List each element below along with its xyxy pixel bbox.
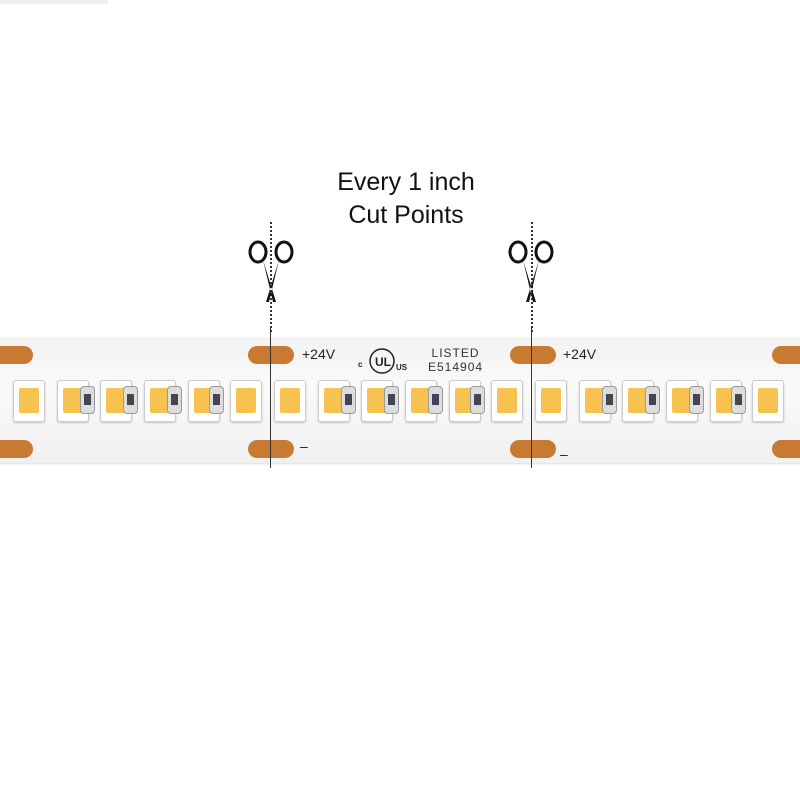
- resistor: [689, 386, 704, 414]
- cut-guide-right: [531, 222, 533, 332]
- file-number: E514904: [428, 360, 484, 374]
- solder-pad-positive: [0, 346, 33, 364]
- resistor: [384, 386, 399, 414]
- resistor: [428, 386, 443, 414]
- resistor: [167, 386, 182, 414]
- led-chip: [230, 380, 262, 422]
- led-chip: [361, 380, 393, 422]
- resistor: [731, 386, 746, 414]
- led-chip: [13, 380, 45, 422]
- resistor: [341, 386, 356, 414]
- positive-voltage-label: +24V: [563, 346, 597, 362]
- positive-voltage-label: +24V: [302, 346, 336, 362]
- caption-line-1: Every 1 inch: [337, 168, 475, 196]
- solder-pad-negative: [772, 440, 800, 458]
- resistor: [80, 386, 95, 414]
- negative-label: –: [560, 446, 568, 462]
- ul-certification-logo: c UL US: [358, 348, 408, 374]
- resistor: [602, 386, 617, 414]
- resistor: [470, 386, 485, 414]
- cut-line: [531, 328, 532, 468]
- solder-pad-positive: [772, 346, 800, 364]
- negative-label: –: [300, 438, 308, 454]
- solder-pad-positive: [248, 346, 294, 364]
- ul-c-text: c: [358, 360, 363, 369]
- scissors-icon: [248, 240, 294, 302]
- resistor: [645, 386, 660, 414]
- solder-pad-negative: [510, 440, 556, 458]
- top-edge-bar: [0, 0, 108, 4]
- solder-pad-negative: [248, 440, 294, 458]
- listing-info: LISTED E514904: [428, 346, 483, 374]
- resistor: [123, 386, 138, 414]
- cut-line: [270, 328, 271, 468]
- caption-line-2: Cut Points: [348, 201, 464, 229]
- cut-guide-left: [270, 222, 272, 332]
- listed-label: LISTED: [431, 346, 480, 360]
- ul-text: UL: [375, 355, 391, 369]
- solder-pad-positive: [510, 346, 556, 364]
- solder-pad-negative: [0, 440, 33, 458]
- ul-us-text: US: [396, 363, 408, 372]
- scissors-icon: [508, 240, 554, 302]
- led-chip: [752, 380, 784, 422]
- resistor: [209, 386, 224, 414]
- led-chip: [274, 380, 306, 422]
- led-chip: [535, 380, 567, 422]
- led-chip: [491, 380, 523, 422]
